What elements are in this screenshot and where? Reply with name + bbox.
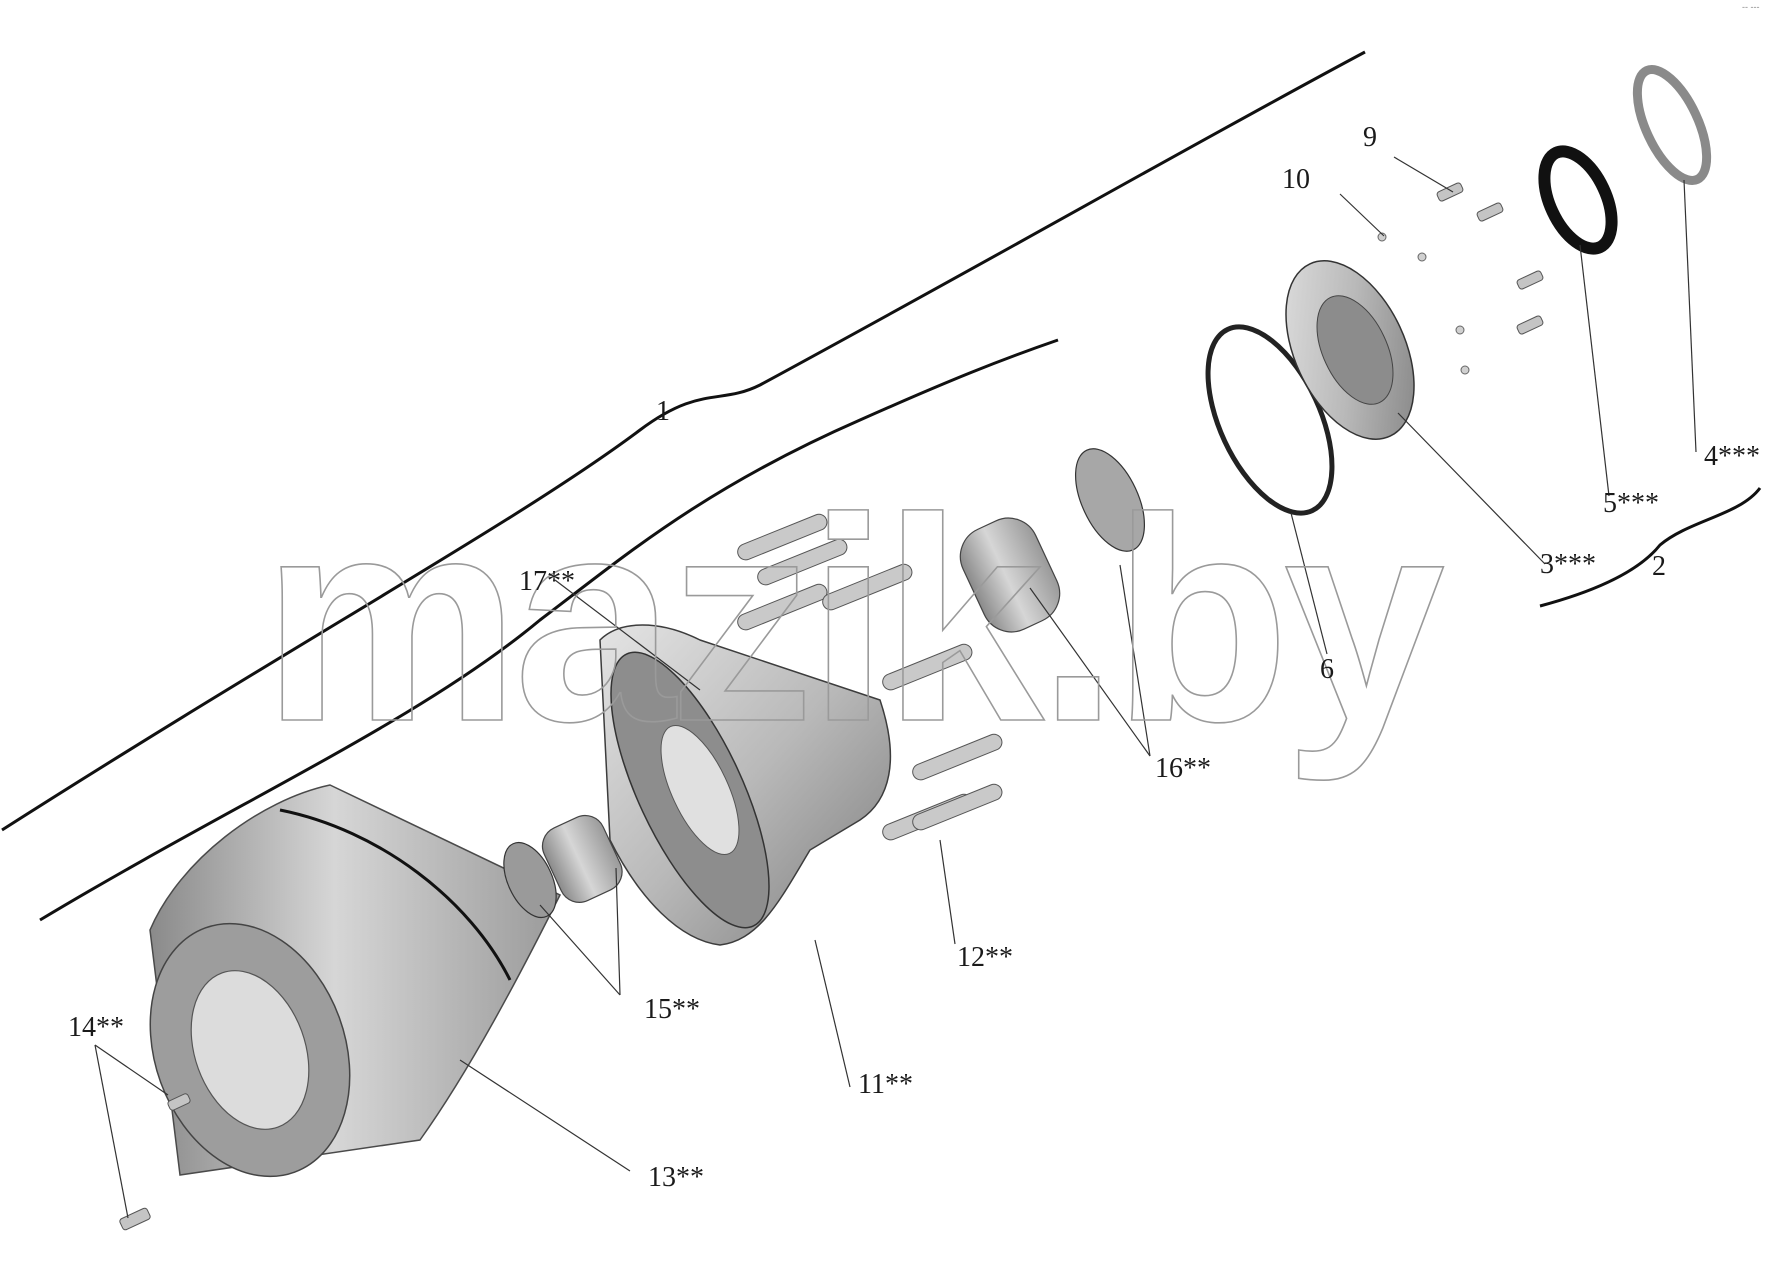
callout-9: 9: [1363, 122, 1377, 153]
callout-12: 12**: [957, 942, 1013, 973]
watermark-text: mazik.by: [262, 458, 1447, 783]
ring-4-part: [1632, 65, 1712, 185]
callout-6: 6: [1320, 654, 1334, 685]
callout-15: 15**: [644, 994, 700, 1025]
bearing-16-part: [959, 448, 1146, 633]
callout-3: 3***: [1540, 549, 1596, 580]
washers-10-part: [1377, 232, 1470, 375]
callout-17: 17**: [519, 566, 575, 597]
callout-5: 5***: [1603, 488, 1659, 519]
callout-10: 10: [1282, 164, 1310, 195]
seal-ring-5-part: [1538, 145, 1618, 255]
callout-1: 1: [656, 396, 670, 427]
group-bracket-2: [1539, 487, 1762, 608]
callout-13: 13**: [648, 1162, 704, 1193]
brake-drum-part: [149, 784, 562, 1178]
cover-3-part: [1285, 260, 1415, 440]
callout-labels: 1 2 3*** 4*** 5*** 6 9 10 11** 12** 13**…: [68, 122, 1760, 1193]
wheel-hub-part: [599, 624, 892, 946]
bearing-15-part: [503, 814, 623, 919]
corner-mark: -- ---: [1742, 2, 1760, 12]
callout-4: 4***: [1704, 441, 1760, 472]
group-bracket-1: [1, 50, 1366, 922]
leader-lines: [94, 156, 1697, 1219]
callout-16: 16**: [1155, 753, 1211, 784]
studs-12-part: [737, 513, 1003, 841]
callout-2: 2: [1652, 551, 1666, 582]
bolts-14-part: [119, 1093, 191, 1231]
callout-14: 14**: [68, 1012, 124, 1043]
bolts-9-part: [1436, 182, 1544, 335]
callout-11: 11**: [858, 1069, 913, 1100]
